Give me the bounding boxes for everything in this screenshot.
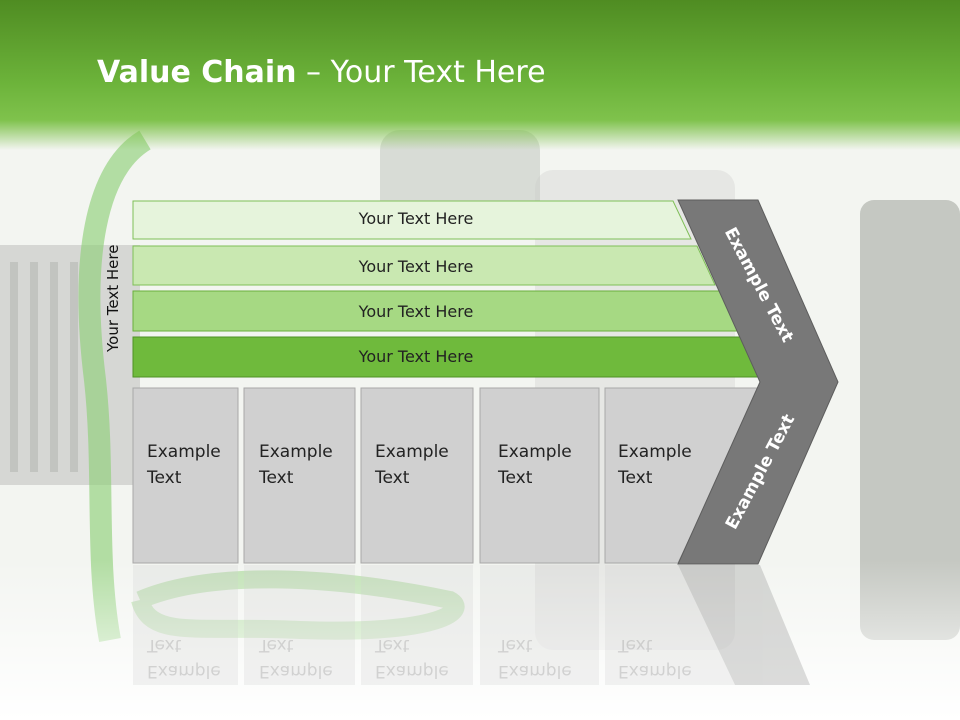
title-rest: – Your Text Here [296, 55, 546, 90]
title-bold: Value Chain [97, 55, 297, 90]
bar-2-label: Your Text Here [358, 257, 474, 276]
cell-1-shape [132, 387, 239, 564]
cell-4-shape [479, 387, 600, 564]
bar-1-shape [132, 200, 692, 240]
bar-1-label: Your Text Here [358, 209, 474, 228]
cell-3-shape [360, 387, 474, 564]
title-bar [0, 0, 960, 150]
slide-title: Value Chain – Your Text Here [97, 55, 546, 90]
chevron-shape [677, 199, 839, 565]
bar-4-label: Your Text Here [358, 347, 474, 366]
bar-3-label: Your Text Here [358, 302, 474, 321]
cell-2-shape [243, 387, 356, 564]
bar-2-shape [132, 245, 716, 286]
